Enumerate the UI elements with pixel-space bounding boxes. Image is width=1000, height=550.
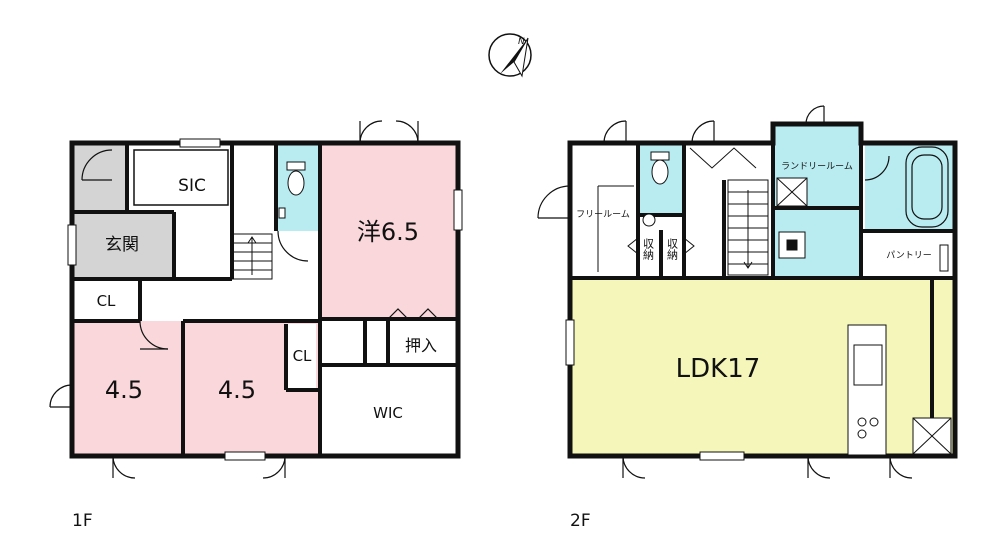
room-label-storage-left: 収納: [642, 238, 655, 261]
room-yo-6-5: [320, 143, 457, 319]
room-label-cl-mid: CL: [293, 347, 312, 365]
room-label-ldk: LDK17: [676, 354, 761, 384]
compass-north-label: N: [518, 37, 525, 47]
floor-1-plan: SIC 玄関 洋6.5 CL CL 4.5 4.5 押入 WIC 1F: [49, 120, 463, 531]
room-genkan-upper: [72, 143, 127, 212]
toilet-icon: [650, 151, 670, 185]
room-cl-mid: [286, 324, 316, 390]
room-label-wic: WIC: [373, 404, 403, 422]
room-label-sic: SIC: [178, 176, 206, 196]
room-label-genkan: 玄関: [105, 235, 139, 255]
floor-2-plan: フリールーム 収納 収納 ランドリールーム パントリー LDK17 2F: [537, 105, 958, 531]
room-label-free-room: フリールーム: [576, 209, 630, 220]
room-bed-left: [72, 321, 181, 456]
bathtub-icon: [905, 146, 949, 228]
room-label-pantry: パントリー: [886, 250, 931, 261]
floor-label-1f: 1F: [72, 511, 93, 531]
compass-icon: N: [488, 33, 532, 78]
toilet-icon: [278, 161, 306, 219]
room-label-oshiire: 押入: [405, 336, 437, 355]
room-label-storage-right: 収納: [666, 238, 679, 261]
room-label-bed-right: 4.5: [218, 376, 256, 404]
room-label-cl-top: CL: [97, 292, 116, 310]
room-genkan: [72, 212, 174, 279]
room-label-bed-left: 4.5: [105, 376, 143, 404]
room-ldk: [570, 278, 955, 456]
room-label-laundry: ランドリールーム: [781, 161, 853, 172]
room-label-yo: 洋6.5: [357, 218, 419, 246]
floor-label-2f: 2F: [570, 511, 591, 531]
